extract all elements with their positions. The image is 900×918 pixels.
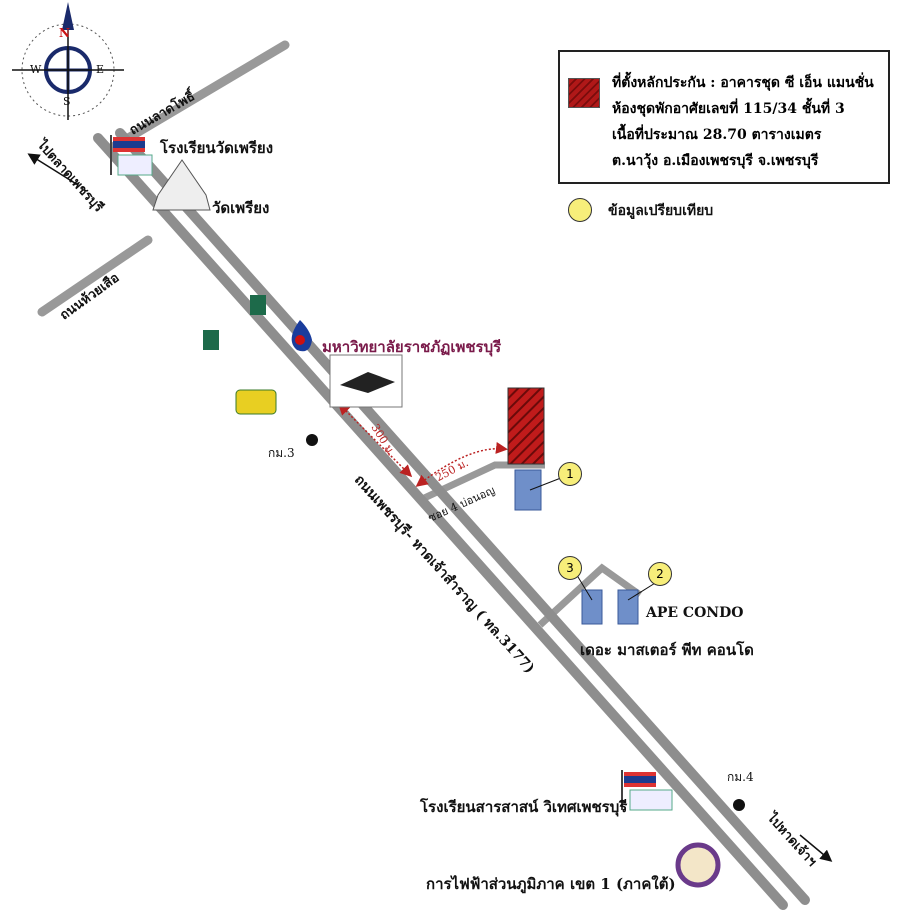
legend-line: ต.นาวุ้ง อ.เมืองเพชรบุรี จ.เพชรบุรี [612, 153, 819, 169]
legend-line: เนื้อที่ประมาณ 28.70 ตารางเมตร [612, 127, 822, 143]
comparable-marker-1: 1 [558, 462, 582, 486]
compass-e: E [96, 63, 105, 76]
comparable-marker-3: 3 [558, 556, 582, 580]
label-pea: การไฟฟ้าส่วนภูมิภาค เขต 1 (ภาคใต้) [426, 875, 676, 893]
road-main [93, 128, 810, 910]
label-km3: กม.3 [268, 446, 295, 460]
road-lat-pho [103, 40, 290, 155]
building-icon [514, 469, 639, 625]
seven-eleven-icon [203, 330, 219, 350]
legend-line: ที่ตั้งหลักประกัน : อาคารชุด ซี เอ็น แมน… [612, 75, 874, 91]
road-condo [537, 563, 643, 628]
distance-arrow-subject [415, 442, 508, 487]
distance-arrow-university [337, 402, 413, 478]
seven-eleven-icon [250, 295, 266, 315]
comparison-legend-swatch [568, 198, 592, 222]
pea-logo-icon [675, 842, 721, 888]
temple-icon [152, 159, 211, 211]
label-university: มหาวิทยาลัยราชภัฏเพชรบุรี [322, 338, 502, 356]
arrow-to-north [27, 153, 79, 186]
label-km4: กม.4 [727, 770, 754, 784]
road-huai-suea [37, 235, 153, 317]
subject-property-marker [507, 387, 545, 465]
arrow-to-south [799, 834, 833, 862]
compass-icon [12, 2, 124, 120]
school-flag-icon [621, 770, 673, 811]
comparable-marker-2: 2 [648, 562, 672, 586]
label-wat: วัดเพรียง [212, 199, 270, 217]
compass-w: W [30, 63, 42, 76]
compass-s: S [63, 95, 71, 108]
legend-box: ที่ตั้งหลักประกัน : อาคารชุด ซี เอ็น แมน… [558, 50, 890, 184]
label-school-wat: โรงเรียนวัดเพรียง [160, 139, 274, 157]
km4-marker [733, 799, 745, 811]
label-master-pt: เดอะ มาสเตอร์ พีท คอนโด [580, 641, 754, 659]
compass-n: N [59, 26, 70, 40]
school-flag-icon [110, 135, 153, 176]
comparison-legend-label: ข้อมูลเปรียบเทียบ [608, 203, 714, 219]
subject-legend-swatch [568, 78, 600, 108]
label-ape-condo: APE CONDO [646, 605, 744, 621]
label-school-sarasas: โรงเรียนสารสาสน์ วิเทศเพชรบุรี [420, 798, 628, 816]
legend-line: ห้องชุดพักอาศัยเลขที่ 115/34 ชั้นที่ 3 [612, 101, 845, 117]
cj-express-icon [235, 389, 277, 415]
km3-marker [306, 434, 318, 446]
